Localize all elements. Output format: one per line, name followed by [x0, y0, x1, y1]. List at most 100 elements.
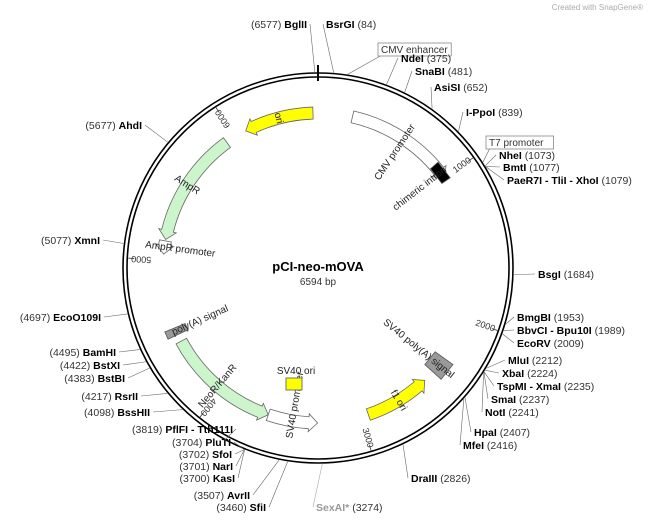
site-name: SfiI: [250, 502, 266, 514]
site-bstbi: (4383) BstBI: [64, 367, 150, 385]
site-name: SmaI: [491, 394, 516, 406]
leader-line: [152, 409, 183, 413]
site-ahdi: (5677) AhdI: [85, 120, 168, 143]
site-hpai: HpaI (2407): [464, 397, 530, 439]
site-label: (6577) BglII: [251, 19, 307, 31]
site-position: (1989): [595, 325, 625, 337]
site-tspmi-xmai: TspMI - XmaI (2235): [483, 371, 594, 393]
site-avrii: (3507) AvrII: [194, 459, 280, 502]
site-name: MluI: [508, 355, 529, 367]
leader-line: [268, 461, 288, 508]
leader-line: [485, 369, 500, 374]
site-bglii: (6577) BglII: [251, 19, 316, 73]
site-position: (5077): [41, 235, 71, 247]
site-position: (4495): [49, 347, 79, 359]
feature-label: SV40 ori: [277, 366, 315, 377]
leader-line: [103, 313, 128, 318]
site-name: MfeI: [463, 440, 484, 452]
site-label: (3460) SfiI: [216, 502, 266, 514]
site-pflfi-tth111i: (3819) PflFI - Tth111I: [132, 424, 237, 441]
site-name: PluTI: [205, 437, 231, 449]
site-position: (4422): [60, 360, 90, 372]
feature-label: chimeric intron: [391, 165, 449, 214]
tick-label: 1000: [451, 155, 473, 175]
leader-line: [483, 371, 495, 387]
site-name: NheI: [499, 150, 522, 162]
site-name: AsiSI: [434, 82, 460, 94]
site-bmti: BmtI (1077): [485, 162, 560, 174]
tick-label: 2000: [474, 318, 496, 334]
site-label: (3704) PluTI: [172, 437, 231, 449]
site-position: (2237): [519, 394, 549, 406]
site-position: (2416): [487, 440, 517, 452]
site-xbai: XbaI (2224): [485, 368, 557, 380]
site-label: NdeI (375): [401, 53, 451, 65]
site-name: PflFI - Tth111I: [165, 424, 233, 436]
leader-line: [430, 86, 433, 109]
site-label: PaeR7I - TliI - XhoI (1079): [507, 175, 632, 187]
site-label: AsiSI (652): [434, 82, 488, 94]
site-position: (4217): [81, 391, 111, 403]
site-label: (4422) BstXI: [60, 360, 120, 372]
site-position: (3460): [216, 502, 246, 514]
leader-line: [402, 444, 409, 479]
site-label: (5077) XmnI: [41, 235, 100, 247]
site-draiii: DraIII (2826): [402, 444, 471, 485]
site-position: (1073): [525, 150, 555, 162]
leader-line: [458, 111, 464, 132]
leader-line: [102, 239, 124, 244]
site-ecorv: EcoRV (2009): [502, 333, 584, 350]
site-name: BssHII: [117, 407, 150, 419]
site-position: (2407): [500, 427, 530, 439]
tick-mark: [368, 444, 372, 451]
site-label: (3701) NarI: [179, 461, 233, 473]
leader-line: [513, 273, 536, 275]
site-name: BsgI: [538, 269, 561, 281]
feature-shape: [157, 137, 232, 240]
site-name: XbaI: [502, 368, 524, 380]
feature-shape: [245, 106, 314, 136]
feature-label: AmpR promoter: [145, 240, 217, 260]
site-name: XmnI: [74, 235, 100, 247]
site-label: XbaI (2224): [502, 368, 557, 380]
site-sfoi: (3702) SfoI: [179, 449, 245, 461]
site-xmni: (5077) XmnI: [41, 235, 124, 247]
leader-line: [237, 449, 245, 479]
leader-line: [122, 361, 146, 366]
label-box: [377, 42, 452, 57]
leader-line: [459, 398, 465, 446]
site-label: (4098) BssHII: [84, 407, 150, 419]
site-bsshii: (4098) BssHII: [84, 407, 183, 419]
leader-line: [322, 23, 334, 73]
site-position: (481): [448, 66, 473, 78]
site-sexai: SexAI* (3274): [312, 463, 383, 514]
site-label: HpaI (2407): [474, 427, 530, 439]
site-bbvci-bpu10i: BbvCI - Bpu10I (1989): [503, 325, 625, 337]
feature-chimeric-intron: chimeric intron: [391, 161, 451, 214]
tick-mark: [491, 328, 498, 331]
site-name: TspMI - XmaI: [497, 381, 561, 393]
leader-line: [502, 333, 515, 344]
site-name: AhdI: [119, 120, 142, 132]
site-bstxi: (4422) BstXI: [60, 360, 146, 372]
site-name: SnaBI: [415, 66, 445, 78]
leader-line: [486, 359, 506, 369]
site-rsrii: (4217) RsrII: [81, 391, 168, 403]
site-nari: (3701) NarI: [179, 449, 245, 473]
site-bmgbi: BmgBI (1953): [505, 312, 584, 325]
feature-shape: [164, 323, 189, 340]
tick-mark: [215, 107, 220, 113]
site-sfii: (3460) SfiI: [216, 461, 288, 514]
backbone-ring: [122, 65, 514, 464]
site-position: (839): [498, 107, 523, 119]
site-label: SmaI (2237): [491, 394, 549, 406]
site-label: (3819) PflFI - Tth111I: [132, 424, 233, 436]
site-label: (4383) BstBI: [64, 373, 125, 385]
leader-line: [127, 367, 150, 379]
site-position: (2212): [532, 355, 562, 367]
leader-line: [404, 70, 413, 93]
site-name: EcoRV: [517, 338, 551, 350]
site-paer7i-tlii-xhoi: PaeR7I - TliI - XhoI (1079): [485, 166, 632, 187]
site-label: TspMI - XmaI (2235): [497, 381, 594, 393]
